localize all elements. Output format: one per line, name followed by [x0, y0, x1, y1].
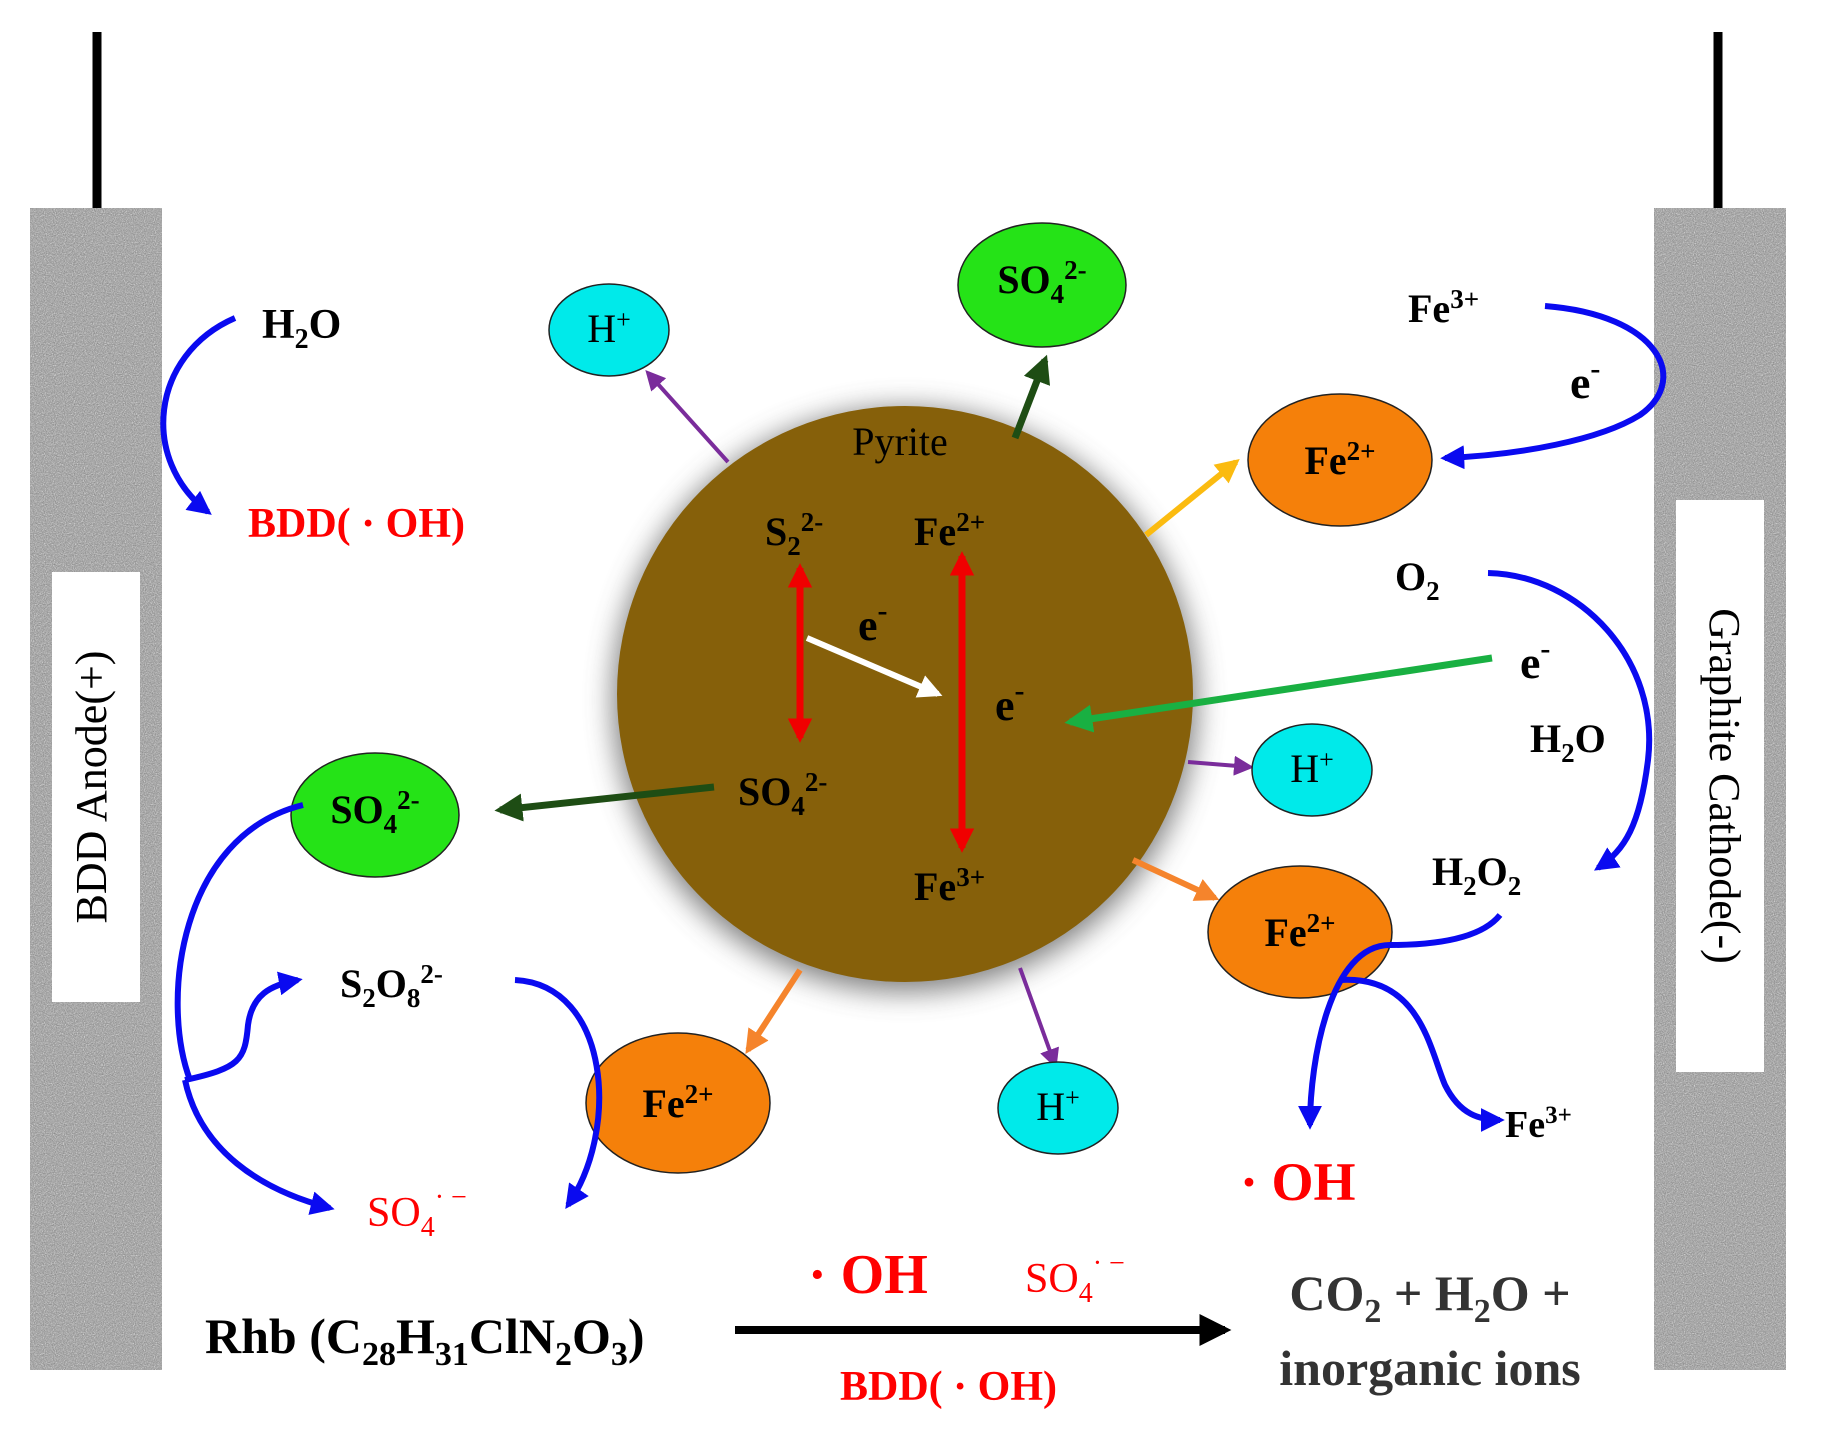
- arrow-fe2-to-fe3: [1339, 976, 1505, 1132]
- arrow-fe3-to-fe2: [1440, 303, 1667, 470]
- pyrite-fe3: Fe3+: [914, 862, 985, 909]
- arrow-to-s2o8: [184, 971, 303, 1083]
- pyrite-e1: e-: [858, 594, 888, 650]
- cathode-e-mid: e-: [1520, 632, 1550, 688]
- anode-label: BDD Anode(+): [67, 651, 116, 924]
- pyrite-so4: SO42-: [738, 767, 827, 821]
- arrow-o2-to-h2o2: [1487, 570, 1653, 871]
- svg-text:SO42-: SO42-: [330, 785, 419, 839]
- cathode-label-box: [1676, 500, 1764, 1072]
- cathode-e-top: e-: [1570, 352, 1600, 408]
- bdd-anode: BDD Anode(+): [30, 208, 162, 1370]
- arrow-to-so4-top: [1011, 354, 1051, 440]
- arrow-to-so4-left: [494, 783, 715, 822]
- arrow-electron-transfer: [805, 635, 943, 698]
- arrow-to-fe2-bottom: [745, 968, 803, 1055]
- anode-s2o8: S2O82-: [340, 959, 443, 1013]
- cathode-h2o: H2O: [1530, 716, 1606, 768]
- svg-text:Fe2+: Fe2+: [642, 1079, 713, 1126]
- fe2-ion-top-right: Fe2+: [1247, 393, 1433, 527]
- pyrite-particle: [617, 406, 1193, 982]
- anode-so4-radical: SO4· −: [367, 1182, 467, 1243]
- h-ion-top: H+: [548, 283, 670, 377]
- reaction-product-line1: CO2 + H2O +: [1289, 1265, 1570, 1330]
- reaction-rhb: Rhb (C28H31ClN2O3): [205, 1308, 645, 1373]
- arrow-electron-into-pyrite: [1064, 654, 1493, 733]
- so4-ion-top: SO42-: [957, 222, 1127, 348]
- cathode-o2: O2: [1395, 554, 1440, 606]
- cathode-oh: · OH: [1240, 1152, 1356, 1212]
- cathode-fe3: Fe3+: [1408, 284, 1479, 331]
- arrow-to-so4-radical: [182, 1079, 335, 1215]
- reaction-oh: · OH: [808, 1244, 928, 1306]
- svg-text:Fe2+: Fe2+: [1304, 436, 1375, 483]
- arrow-to-h-top: [645, 370, 730, 464]
- anode-h2o: H2O: [262, 302, 341, 355]
- anode-bdd-oh: BDD( · OH): [248, 501, 465, 547]
- svg-text:H+: H+: [1290, 745, 1334, 791]
- anode-label-box: [52, 572, 140, 1002]
- h-ion-right: H+: [1251, 723, 1373, 817]
- reaction-bdd-oh: BDD( · OH): [840, 1364, 1057, 1410]
- arrow-h2o2-to-oh: [1298, 912, 1503, 1130]
- reaction-product-line2: inorganic ions: [1279, 1340, 1580, 1396]
- reaction-so4-radical: SO4· −: [1025, 1248, 1125, 1309]
- fe2-ion-bottom: Fe2+: [585, 1032, 771, 1174]
- svg-text:Fe2+: Fe2+: [1264, 908, 1335, 955]
- cathode-h2o2: H2O2: [1432, 849, 1521, 901]
- pyrite-s2: S22-: [765, 507, 823, 561]
- arrow-to-fe2-right: [1131, 857, 1220, 901]
- pyrite-e2: e-: [995, 674, 1025, 730]
- fe2-ion-right: Fe2+: [1207, 865, 1393, 999]
- cathode-label: Graphite Cathode(-): [1700, 608, 1749, 964]
- arrow-to-h-right: [1187, 755, 1254, 776]
- arrow-to-fe2-top-right: [1144, 458, 1240, 538]
- so4-ion-left: SO42-: [290, 752, 460, 878]
- h-ion-bottom: H+: [997, 1061, 1119, 1155]
- svg-text:H+: H+: [1036, 1083, 1080, 1129]
- pyrite-label: Pyrite: [852, 419, 948, 464]
- arrow-s2o8-to-so4-radical: [514, 977, 603, 1209]
- svg-text:SO42-: SO42-: [997, 255, 1086, 309]
- svg-text:H+: H+: [587, 305, 631, 351]
- cathode-fe3-out: Fe3+: [1505, 1102, 1572, 1146]
- arrow-to-h-bottom: [1018, 967, 1059, 1069]
- arrow-h2o-to-bdd-oh: [160, 315, 237, 515]
- pyrite-fe2: Fe2+: [914, 507, 985, 554]
- graphite-cathode: Graphite Cathode(-): [1654, 208, 1786, 1370]
- arrow-so4-split: [174, 802, 304, 1082]
